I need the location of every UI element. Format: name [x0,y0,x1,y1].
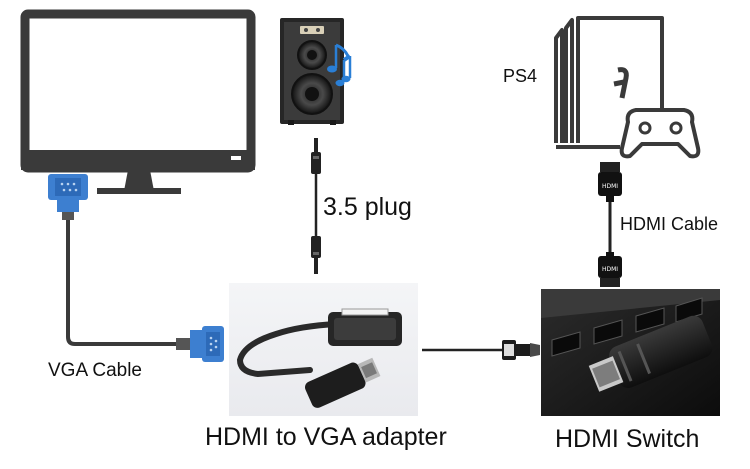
speaker-icon [280,18,344,125]
audio-jack-icon [311,138,321,174]
vga-connector-icon [176,326,224,362]
audio-plug-label: 3.5 plug [323,193,412,221]
vga-cable [66,220,196,346]
svg-text:HDMI: HDMI [602,266,618,273]
console-label: PS4 [503,66,538,86]
vga-cable-label: VGA Cable [48,360,142,381]
hdmi-switch-photo [541,289,720,416]
adapter-label: HDMI to VGA adapter [205,423,447,451]
monitor-icon [20,9,256,194]
vga-connector-icon [48,174,88,220]
gamepad-icon [619,108,701,159]
hdmi-connector-icon: HDMI [598,162,622,202]
hdmi-cable-label: HDMI Cable [620,214,719,234]
audio-jack-icon [311,236,321,274]
ps4-console-icon [554,16,664,149]
music-note-icon [327,43,352,87]
svg-text:HDMI: HDMI [602,183,618,190]
hdmi-connector-icon [502,340,540,360]
hdmi-vga-adapter-photo [229,283,418,416]
hdmi-connector-icon: HDMI [598,252,622,287]
switch-label: HDMI Switch [555,425,700,453]
